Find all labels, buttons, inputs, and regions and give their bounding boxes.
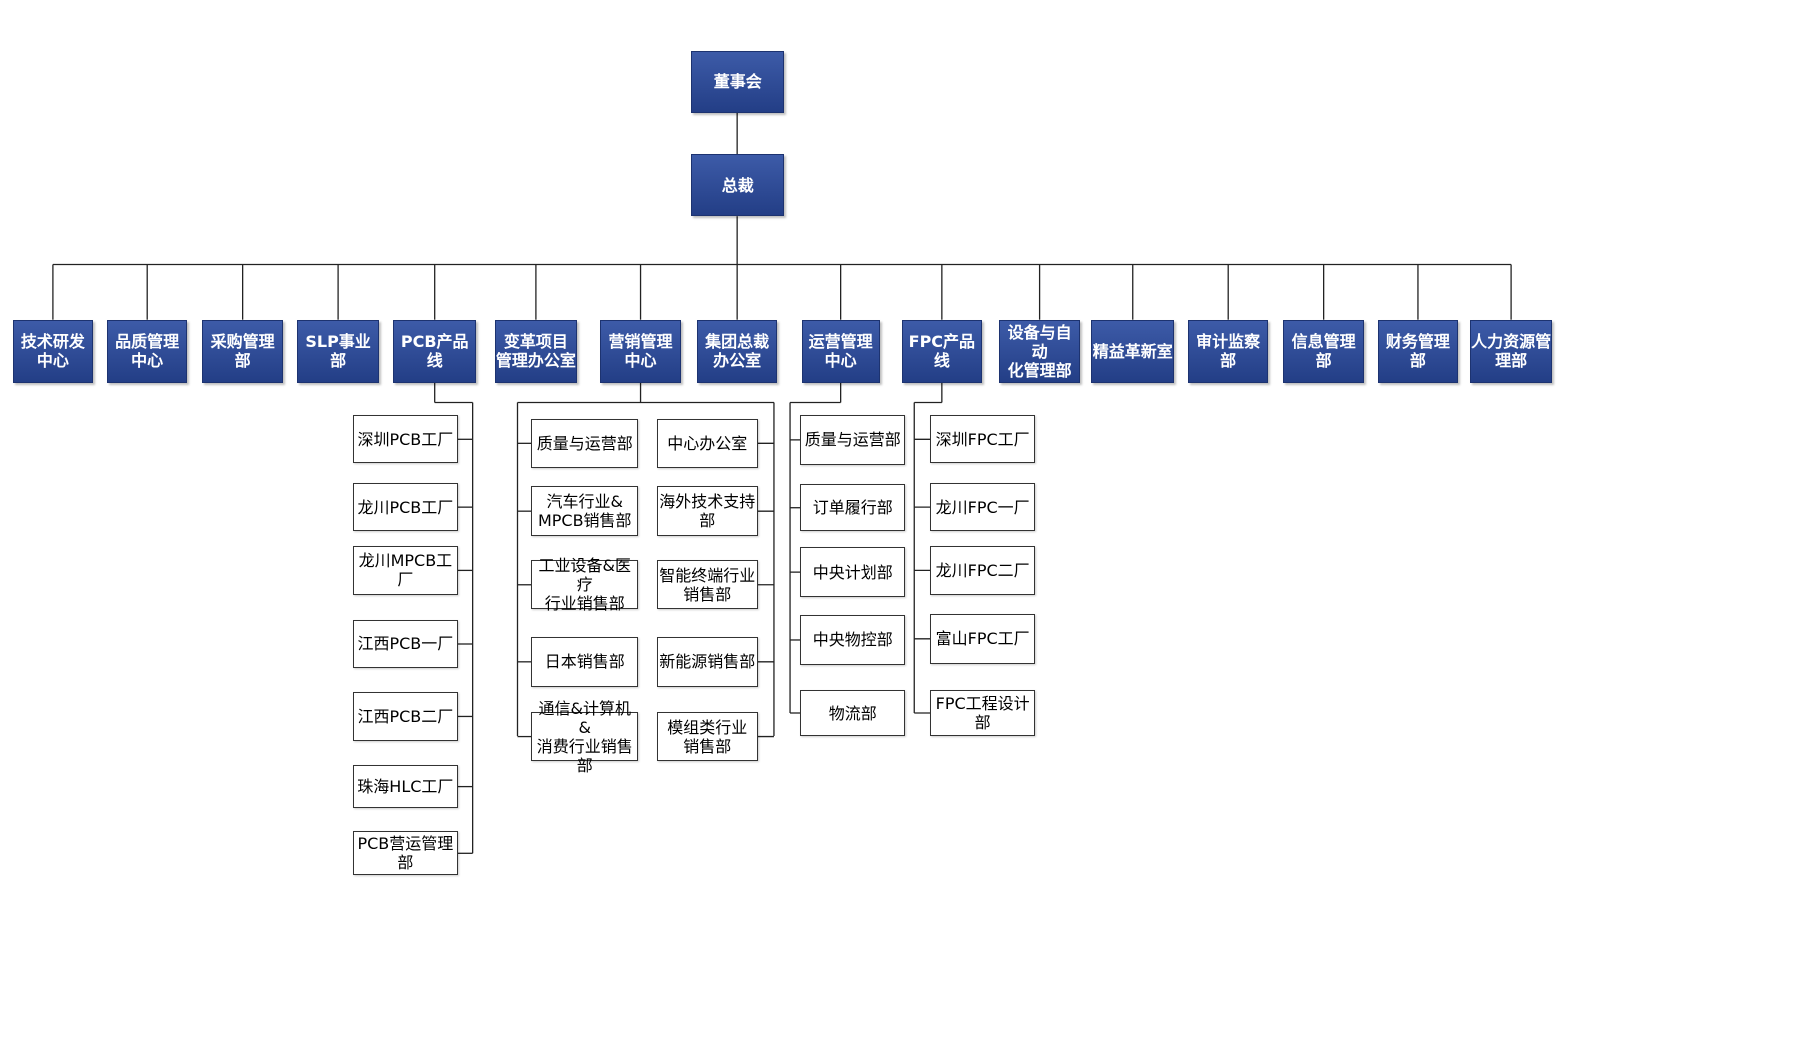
marketing-left-child-node: 质量与运营部 xyxy=(531,418,639,469)
department-node: 品质管理 中心 xyxy=(106,319,188,383)
marketing-right-child-node: 中心办公室 xyxy=(656,418,758,469)
department-node: 运营管理 中心 xyxy=(801,319,880,383)
department-node: SLP事业部 xyxy=(297,319,379,383)
fpc-child-node: 富山FPC工厂 xyxy=(930,614,1035,664)
marketing-right-child-node: 模组类行业 销售部 xyxy=(656,711,758,762)
pcb-child-node: 珠海HLC工厂 xyxy=(353,764,458,809)
department-node: 集团总裁 办公室 xyxy=(696,319,778,383)
pcb-child-node: 龙川MPCB工厂 xyxy=(353,546,458,595)
operations-child-node: 中央物控部 xyxy=(800,615,906,665)
department-node: 设备与自动 化管理部 xyxy=(999,319,1080,383)
fpc-child-node: 龙川FPC一厂 xyxy=(930,483,1035,532)
president-node: 总裁 xyxy=(691,154,785,217)
operations-child-node: 订单履行部 xyxy=(800,484,906,532)
department-node: 采购管理部 xyxy=(201,319,284,383)
marketing-left-child-node: 通信&计算机& 消费行业销售部 xyxy=(531,699,639,775)
department-node: PCB产品线 xyxy=(393,319,477,383)
operations-child-node: 质量与运营部 xyxy=(800,415,906,465)
department-node: 变革项目 管理办公室 xyxy=(494,319,578,383)
pcb-child-node: 龙川PCB工厂 xyxy=(353,483,458,532)
marketing-right-child-node: 新能源销售部 xyxy=(656,637,758,687)
fpc-child-node: 龙川FPC二厂 xyxy=(930,546,1035,595)
board-node: 董事会 xyxy=(691,50,785,113)
department-node: 精益革新室 xyxy=(1091,319,1175,383)
pcb-child-node: PCB营运管理部 xyxy=(353,831,458,876)
pcb-child-node: 江西PCB一厂 xyxy=(353,619,458,669)
marketing-right-child-node: 海外技术支持部 xyxy=(656,486,758,536)
fpc-child-node: 深圳FPC工厂 xyxy=(930,415,1035,464)
operations-child-node: 物流部 xyxy=(800,690,906,736)
operations-child-node: 中央计划部 xyxy=(800,547,906,597)
department-node: 技术研发 中心 xyxy=(12,319,94,383)
department-node: 审计监察部 xyxy=(1187,319,1269,383)
department-node: 营销管理 中心 xyxy=(600,319,681,383)
department-node: 财务管理部 xyxy=(1377,319,1459,383)
marketing-left-child-node: 汽车行业& MPCB销售部 xyxy=(531,486,639,536)
pcb-child-node: 深圳PCB工厂 xyxy=(353,415,458,464)
pcb-child-node: 江西PCB二厂 xyxy=(353,692,458,741)
department-node: FPC产品线 xyxy=(901,319,983,383)
marketing-right-child-node: 智能终端行业 销售部 xyxy=(656,560,758,610)
department-node: 人力资源管 理部 xyxy=(1469,319,1553,383)
department-node: 信息管理部 xyxy=(1283,319,1364,383)
marketing-left-child-node: 工业设备&医疗 行业销售部 xyxy=(531,556,639,613)
marketing-left-child-node: 日本销售部 xyxy=(531,637,639,687)
fpc-child-node: FPC工程设计部 xyxy=(930,690,1035,736)
